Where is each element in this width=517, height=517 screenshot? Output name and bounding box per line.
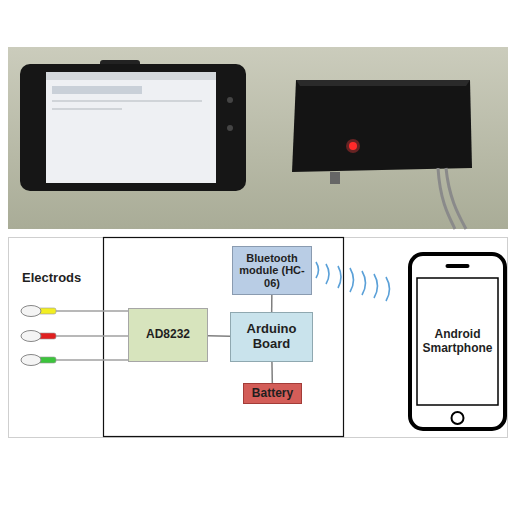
electrode-wire — [50, 335, 128, 337]
wave — [350, 268, 354, 292]
wave — [326, 264, 329, 284]
electrode-pad — [21, 331, 41, 342]
connector-line — [208, 335, 230, 337]
screen-line — [52, 86, 142, 94]
switch — [330, 172, 340, 184]
connector-line — [271, 362, 273, 383]
phone-screen — [417, 278, 498, 405]
wireless-waves — [316, 262, 390, 301]
cable — [438, 168, 466, 229]
node-text: AD8232 — [146, 328, 190, 342]
phone-button — [227, 97, 233, 103]
node-text: Arduino Board — [234, 322, 309, 352]
phone-speaker — [446, 264, 470, 268]
group-label: Electrods — [22, 270, 81, 285]
device-enclosure — [104, 238, 344, 437]
wave — [338, 266, 341, 288]
electrode-wire — [50, 310, 128, 312]
electrode-pad — [21, 306, 41, 317]
board-box: Arduino Board — [230, 312, 313, 362]
node-text: Battery — [252, 387, 293, 401]
screen-line — [52, 100, 202, 102]
wave — [362, 271, 366, 295]
sensor-box: AD8232 — [128, 308, 208, 362]
smartphone: Android Smartphone — [408, 252, 507, 431]
wave — [374, 274, 378, 298]
wave — [316, 262, 319, 278]
module-box: Bluetooth module (HC-06) — [232, 246, 312, 295]
battery-box: Battery — [243, 383, 302, 404]
phone-button — [227, 125, 233, 131]
diagram-frame — [9, 238, 508, 438]
screen-line — [52, 108, 122, 110]
screen-bar — [46, 72, 216, 80]
electrode-pad — [21, 355, 41, 366]
phone-screen — [46, 72, 216, 183]
node-text: Android Smartphone — [420, 328, 495, 356]
phone-photo — [20, 64, 246, 191]
phone-home-button — [452, 412, 464, 424]
node-text: Bluetooth module (HC-06) — [236, 252, 308, 290]
led-glow — [346, 139, 360, 153]
device-top — [296, 80, 470, 86]
wave — [386, 277, 390, 301]
phone-body — [410, 254, 505, 429]
device-box — [292, 80, 472, 172]
electrode-wire — [50, 359, 128, 361]
connector-line — [271, 295, 273, 312]
electrodes — [21, 306, 128, 366]
photo-background — [8, 47, 508, 229]
